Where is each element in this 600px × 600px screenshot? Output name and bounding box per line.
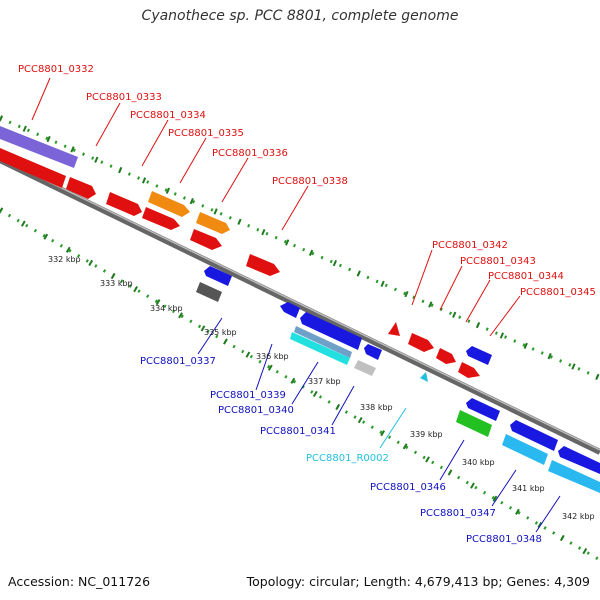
gene-bar-0341d[interactable] — [354, 360, 376, 376]
gene-arrow-0341c[interactable] — [364, 344, 382, 360]
forward-features — [0, 126, 480, 378]
gene-arrow-0340[interactable] — [300, 312, 362, 350]
gene-label-0343[interactable]: PCC8801_0343 — [460, 256, 536, 267]
gene-arrow-0346[interactable] — [466, 398, 500, 421]
callout-line-0333 — [95, 102, 121, 147]
kbp-label: 340 kbp — [462, 458, 495, 467]
gene-label-0347[interactable]: PCC8801_0347 — [420, 508, 496, 519]
gene-arrow-0344[interactable] — [458, 362, 480, 378]
gene-arrow-0338[interactable] — [246, 254, 280, 276]
accession-text: Accession: NC_011726 — [8, 574, 151, 589]
callout-line-0334 — [141, 119, 169, 167]
map-title: Cyanothece sp. PCC 8801, complete genome — [141, 8, 459, 24]
topology-text: Topology: circular; Length: 4,679,413 bp… — [246, 574, 590, 589]
callout-line-0340 — [291, 361, 319, 405]
gene-arrow-small[interactable] — [388, 322, 400, 336]
callout-line-r0002 — [379, 407, 407, 449]
gene-label-0346[interactable]: PCC8801_0346 — [370, 482, 446, 493]
gene-label-r0002[interactable]: PCC8801_R0002 — [306, 453, 389, 464]
kbp-label: 339 kbp — [410, 430, 443, 439]
callout-line-0341 — [331, 385, 355, 426]
gene-arrow-0345[interactable] — [466, 346, 492, 365]
gene-label-0341[interactable]: PCC8801_0341 — [260, 426, 336, 437]
callout-line-0339 — [255, 343, 273, 391]
callout-line-0343 — [439, 265, 463, 311]
gene-arrow-0348[interactable] — [558, 446, 600, 474]
gene-arrow-0347[interactable] — [510, 420, 558, 451]
kbp-label: 335 kbp — [204, 328, 237, 337]
kbp-label: 336 kbp — [256, 352, 289, 361]
callout-line-0342 — [411, 249, 433, 306]
gene-label-0342[interactable]: PCC8801_0342 — [432, 240, 508, 251]
gene-arrow-0336b[interactable] — [190, 229, 222, 250]
kbp-label: 338 kbp — [360, 403, 393, 412]
callout-line-0346 — [439, 439, 465, 481]
kbp-label: 341 kbp — [512, 484, 545, 493]
kbp-label: 334 kbp — [150, 304, 183, 313]
gene-arrow-0343[interactable] — [436, 348, 456, 364]
gene-label-0338[interactable]: PCC8801_0338 — [272, 176, 348, 187]
gene-arrow-0334b[interactable] — [142, 207, 180, 230]
gene-arrow-0337[interactable] — [204, 266, 232, 286]
kbp-label: 337 kbp — [308, 377, 341, 386]
callout-line-0335 — [179, 137, 207, 184]
rna-arrow-r0002[interactable] — [420, 372, 428, 382]
gene-label-0335[interactable]: PCC8801_0335 — [168, 128, 244, 139]
kbp-label: 342 kbp — [562, 512, 595, 521]
gene-label-0334[interactable]: PCC8801_0334 — [130, 110, 206, 121]
callout-line-0348 — [535, 495, 561, 533]
gene-label-0345[interactable]: PCC8801_0345 — [520, 287, 596, 298]
gene-bar-0337b[interactable] — [196, 282, 222, 302]
gene-label-0339[interactable]: PCC8801_0339 — [210, 390, 286, 401]
callout-line-0345 — [489, 295, 521, 337]
gene-label-0333[interactable]: PCC8801_0333 — [86, 92, 162, 103]
gene-bar-0332[interactable] — [0, 126, 78, 168]
callout-line-0338 — [281, 185, 309, 231]
gene-label-0340[interactable]: PCC8801_0340 — [218, 405, 294, 416]
gene-bar-0348b[interactable] — [548, 460, 600, 493]
gene-arrow-0335[interactable] — [148, 191, 190, 217]
gene-label-0337[interactable]: PCC8801_0337 — [140, 356, 216, 367]
genome-backbone — [0, 157, 600, 455]
kbp-label: 333 kbp — [100, 279, 133, 288]
callout-line-0344 — [465, 279, 491, 323]
gene-arrow-0333[interactable] — [66, 177, 96, 199]
gene-arrow-0342[interactable] — [408, 333, 434, 352]
gene-arrow-0334[interactable] — [106, 192, 142, 216]
gene-arrow-0339[interactable] — [280, 302, 300, 318]
gene-label-0332[interactable]: PCC8801_0332 — [18, 64, 94, 75]
kbp-label: 332 kbp — [48, 255, 81, 264]
callout-line-0332 — [31, 77, 51, 121]
gene-bar-0347b[interactable] — [502, 434, 548, 465]
callout-line-0337 — [197, 317, 223, 355]
gene-label-0348[interactable]: PCC8801_0348 — [466, 534, 542, 545]
gene-bar-0346b[interactable] — [456, 410, 492, 437]
callout-line-0347 — [491, 469, 517, 507]
gene-bar-0341[interactable] — [294, 326, 352, 358]
gene-bar-0341b[interactable] — [290, 332, 350, 365]
gene-label-0344[interactable]: PCC8801_0344 — [488, 271, 564, 282]
gene-arrow-0336[interactable] — [196, 212, 230, 234]
gene-arrow-0332[interactable] — [0, 148, 66, 188]
reverse-features — [196, 266, 600, 493]
callout-line-0336 — [221, 157, 249, 203]
gene-label-0336[interactable]: PCC8801_0336 — [212, 148, 288, 159]
genome-backbone-highlight — [0, 157, 600, 451]
